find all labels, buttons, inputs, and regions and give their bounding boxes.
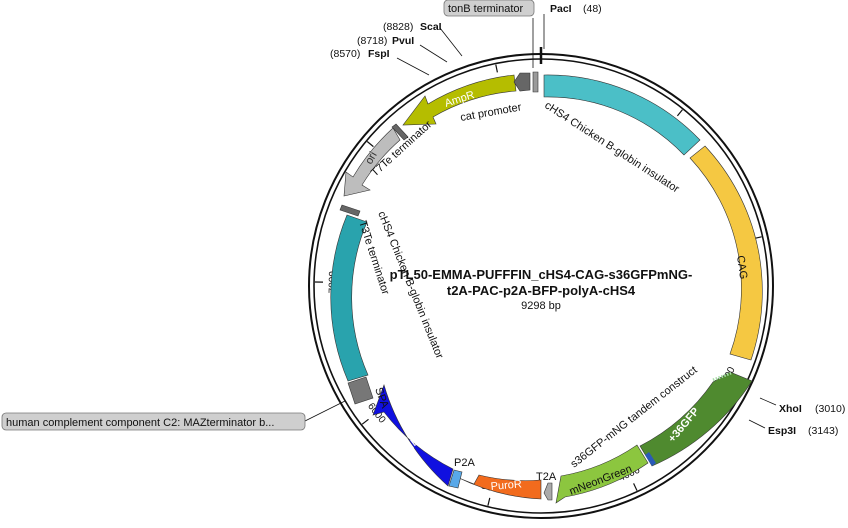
callout-c2-text: human complement component C2: MAZtermin…	[6, 417, 274, 429]
label-ampr: AmpR	[443, 89, 476, 110]
feature-s36gfp[interactable]	[639, 371, 753, 467]
site-xhoi-leader	[759, 397, 777, 406]
site-paci-pos: (48)	[583, 3, 602, 15]
site-esp3i-name: Esp3I	[768, 425, 796, 437]
label-puror: PuroR	[490, 478, 522, 493]
ruler-tick-mark	[495, 64, 498, 73]
site-pvui-name: PvuI	[392, 35, 414, 47]
feature-tagbfp[interactable]	[372, 384, 454, 487]
site-scai-pos: (8828)	[383, 21, 413, 33]
plasmid-name-line1: pTL50-EMMA-PUFFFIN_cHS4-CAG-s36GFPmNG-	[390, 267, 693, 282]
feature-t7te[interactable]	[391, 123, 409, 141]
ruler-tick-mark	[361, 418, 369, 425]
label-t2a: T2A	[536, 471, 557, 483]
site-esp3i-pos: (3143)	[808, 425, 838, 437]
feature-chs4-right[interactable]	[543, 74, 701, 156]
label-p2a: P2A	[454, 457, 475, 469]
feature-mneongreen[interactable]	[555, 444, 649, 504]
label-ori: ori	[363, 150, 380, 167]
ruler-tick-mark	[487, 497, 491, 506]
site-pvui-leader	[419, 44, 448, 63]
junction-hatch	[712, 371, 732, 382]
site-fspi-leader	[396, 57, 430, 76]
feature-cat-promoter-tail	[532, 71, 539, 93]
site-fspi-pos: (8570)	[330, 48, 360, 60]
feature-cag[interactable]	[689, 145, 763, 361]
callout-c2-leader	[304, 400, 346, 422]
ruler-tick-mark	[633, 483, 638, 491]
feature-p2a[interactable]	[448, 469, 463, 489]
feature-cat-promoter[interactable]	[513, 72, 531, 92]
site-xhoi-name: XhoI	[779, 403, 802, 415]
site-xhoi-pos: (3010)	[815, 403, 845, 415]
linker-stripe	[645, 452, 656, 466]
plasmid-size: 9298 bp	[521, 300, 561, 312]
callout-c2-box	[1, 412, 306, 431]
site-esp3i-leader	[748, 419, 766, 429]
label-cat-promoter: cat promoter	[459, 101, 522, 124]
site-pvui-pos: (8718)	[357, 35, 387, 47]
feature-chs4-left[interactable]	[330, 214, 369, 382]
feature-spa[interactable]	[347, 376, 374, 405]
site-paci-name: PacI	[550, 3, 572, 15]
ruler-tick-mark	[366, 141, 374, 148]
ruler-tick-mark	[676, 109, 683, 117]
feature-ori[interactable]	[343, 127, 401, 197]
site-fspi-name: FspI	[368, 48, 390, 60]
callout-tonb-box	[443, 0, 535, 17]
callout-tonb-text: tonB terminator	[448, 3, 524, 15]
feature-ampr[interactable]	[402, 74, 517, 126]
site-scai-name: ScaI	[420, 21, 442, 33]
site-scai-leader	[439, 27, 463, 57]
label-cag: CAG	[734, 255, 749, 280]
feature-t2a[interactable]	[543, 482, 553, 501]
feature-t3te[interactable]	[339, 204, 361, 217]
plasmid-name-line2: t2A-PAC-p2A-BFP-polyA-cHS4	[447, 283, 636, 298]
